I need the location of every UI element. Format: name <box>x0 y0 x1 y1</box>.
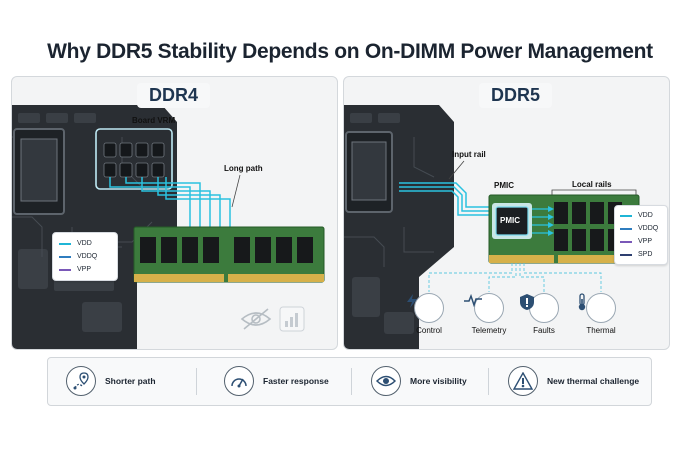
long-path-pointer <box>231 174 241 208</box>
divider <box>488 368 489 395</box>
feature-faults: Faults <box>519 293 569 335</box>
ddr4-rail-legend: VDD VDDQ VPP <box>52 232 118 281</box>
local-rail-paths <box>532 208 550 234</box>
benefit-faster-response: Faster response <box>224 366 329 396</box>
route-pin-icon <box>66 366 96 396</box>
input-rail-paths <box>399 182 496 216</box>
legend-spd: SPD <box>620 248 662 261</box>
ddr4-panel: DDR4 Board VRM Long path VDD VDDQ VPP <box>11 76 338 350</box>
local-rail-arrowheads <box>548 206 554 236</box>
pmic-chip <box>492 203 532 239</box>
legend-vpp: VPP <box>59 263 111 276</box>
feature-thermal: Thermal <box>576 293 626 335</box>
pmic-chip-text: PMIC <box>500 216 520 225</box>
pmic-label: PMIC <box>494 181 514 190</box>
ddr5-panel: DDR5 Input rail PMIC Local rails PMIC VD… <box>343 76 670 350</box>
legend-vddq: VDDQ <box>620 222 662 235</box>
warning-shield-icon <box>520 293 559 323</box>
benefit-more-visibility: More visibility <box>371 366 467 396</box>
divider <box>351 368 352 395</box>
speedometer-icon <box>224 366 254 396</box>
ddr5-rail-legend: VDD VDDQ VPP SPD <box>614 205 668 265</box>
divider <box>196 368 197 395</box>
local-rails-bracket <box>551 189 637 195</box>
board-vrm-label: Board VRM <box>132 116 176 125</box>
legend-vddq: VDDQ <box>59 250 111 263</box>
long-path-label: Long path <box>224 164 263 173</box>
thermometer-icon <box>578 293 616 323</box>
input-rail-label: Input rail <box>452 150 486 159</box>
eye-icon <box>371 366 401 396</box>
thermal-warning-icon <box>508 366 538 396</box>
board-vrm-box <box>95 128 173 190</box>
page-title: Why DDR5 Stability Depends on On-DIMM Po… <box>47 40 653 63</box>
feature-control: Control <box>404 293 454 335</box>
ddr5-title: DDR5 <box>479 83 553 108</box>
benefit-shorter-path: Shorter path <box>66 366 156 396</box>
ddr4-title: DDR4 <box>137 83 211 108</box>
long-power-paths <box>109 177 231 235</box>
ddr4-dimm <box>133 226 325 283</box>
input-rail-pointer <box>448 160 465 180</box>
benefits-bar: Shorter path Faster response More visibi… <box>47 357 652 406</box>
feature-telemetry: Telemetry <box>464 293 514 335</box>
motherboard-components <box>350 113 414 334</box>
ddr4-illustration <box>12 105 325 349</box>
motherboard-traces <box>344 137 435 267</box>
low-signal-icon <box>279 306 305 332</box>
pulse-icon <box>464 293 504 323</box>
benefit-thermal-challenge: New thermal challenge <box>508 366 639 396</box>
legend-vdd: VDD <box>620 209 662 222</box>
legend-vpp: VPP <box>620 235 662 248</box>
local-rails-label: Local rails <box>572 180 612 189</box>
telemetry-links <box>428 263 602 292</box>
hidden-eye-icon <box>240 308 272 330</box>
lightning-icon <box>407 293 444 323</box>
legend-vdd: VDD <box>59 237 111 250</box>
vrm-chips <box>103 142 165 178</box>
